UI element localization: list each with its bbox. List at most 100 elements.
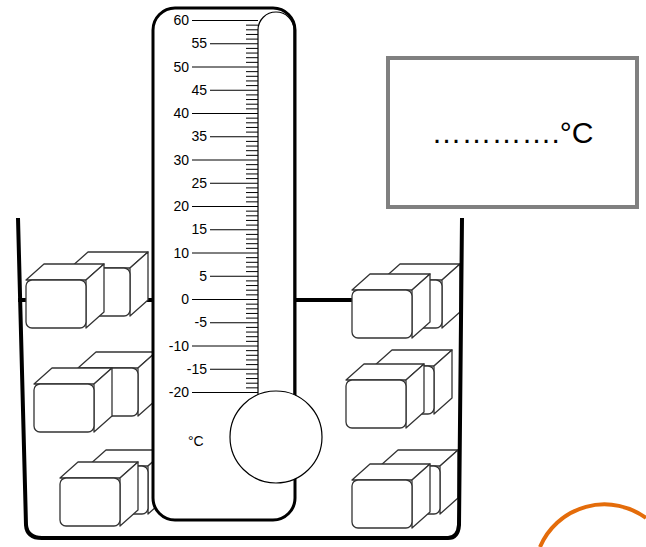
scale-tick: [210, 276, 258, 277]
scale-tick: [246, 118, 258, 119]
scale-number: 45: [191, 82, 207, 98]
scale-tick: [246, 127, 258, 128]
scale-tick: [246, 308, 258, 309]
scale-tick: [192, 299, 258, 300]
scale-tick: [246, 332, 258, 333]
scale-tick: [192, 392, 258, 393]
ice-cube: [26, 252, 166, 526]
scale-number: 0: [181, 291, 189, 307]
scale-tick: [246, 271, 258, 272]
scale-tick: [246, 187, 258, 188]
scale-tick: [210, 322, 258, 323]
scale-tick: [246, 29, 258, 30]
scale-number: -15: [187, 361, 207, 377]
scale-tick: [246, 350, 258, 351]
scale-number: 30: [173, 152, 189, 168]
scale-tick: [246, 373, 258, 374]
scale-tick: [246, 178, 258, 179]
scale-tick: [246, 197, 258, 198]
scale-number: 10: [173, 245, 189, 261]
scale-tick: [246, 285, 258, 286]
scale-tick: [246, 257, 258, 258]
answer-blank: ………….°C: [432, 116, 594, 150]
scale-tick: [246, 355, 258, 356]
scale-number: 25: [191, 175, 207, 191]
scale-tick: [246, 359, 258, 360]
scale-tick: [246, 294, 258, 295]
scale-tick: [246, 239, 258, 240]
scale-number: 5: [199, 268, 207, 284]
scale-tick: [246, 225, 258, 226]
scale-tick: [246, 192, 258, 193]
scale-tick: [246, 76, 258, 77]
scale-tick: [246, 122, 258, 123]
scale-tick: [210, 183, 258, 184]
scale-tick: [192, 253, 258, 254]
scale-tick: [246, 364, 258, 365]
scale-number: 55: [191, 35, 207, 51]
scale-number: 50: [173, 59, 189, 75]
scale-tick: [246, 146, 258, 147]
scale-number: 40: [173, 105, 189, 121]
scale-tick: [246, 34, 258, 35]
scale-tick: [246, 201, 258, 202]
scale-tick: [210, 229, 258, 230]
scale-tick: [246, 141, 258, 142]
unit-label: °C: [188, 433, 204, 449]
scale-tick: [246, 341, 258, 342]
scale-tick: [246, 248, 258, 249]
scale-tick: [246, 57, 258, 58]
scale-tick: [246, 39, 258, 40]
scale-tick: [246, 387, 258, 388]
scale-ticks: [192, 21, 258, 393]
scale-tick: [246, 327, 258, 328]
scale-tick: [192, 206, 258, 207]
scale-tick: [246, 318, 258, 319]
scale-tick: [246, 280, 258, 281]
scale-tick: [246, 25, 258, 26]
scale-number: 15: [191, 221, 207, 237]
scale-tick: [246, 243, 258, 244]
scale-tick: [246, 211, 258, 212]
scale-tick: [192, 160, 258, 161]
scale-tick: [246, 304, 258, 305]
answer-box: ………….°C: [386, 56, 639, 209]
scale-tick: [246, 220, 258, 221]
scale-tick: [246, 53, 258, 54]
thermometer-tube: [258, 12, 294, 396]
scale-tick: [192, 67, 258, 68]
scale-tick: [246, 336, 258, 337]
scale-tick: [246, 262, 258, 263]
scale-number: 60: [173, 12, 189, 28]
scale-tick: [210, 90, 258, 91]
scale-tick: [246, 104, 258, 105]
scale-tick: [246, 80, 258, 81]
scale-tick: [210, 43, 258, 44]
scale-tick: [246, 132, 258, 133]
scale-number: 20: [173, 198, 189, 214]
scale-tick: [246, 150, 258, 151]
ice-cube: [346, 264, 460, 528]
scale-tick: [246, 155, 258, 156]
scale-tick: [246, 48, 258, 49]
decorative-arc: [540, 504, 646, 547]
scale-number: -20: [169, 384, 189, 400]
scale-tick: [246, 108, 258, 109]
scale-tick: [246, 169, 258, 170]
scale-tick: [246, 94, 258, 95]
scale-tick: [246, 164, 258, 165]
scale-tick: [246, 383, 258, 384]
thermometer-bulb: [230, 391, 322, 483]
scale-tick: [246, 62, 258, 63]
scale-tick: [246, 266, 258, 267]
scale-tick: [192, 20, 258, 21]
scale-tick: [210, 136, 258, 137]
scale-tick: [246, 313, 258, 314]
scale-tick: [246, 378, 258, 379]
scale-number: 35: [191, 128, 207, 144]
scale-tick: [210, 369, 258, 370]
scale-tick: [246, 234, 258, 235]
scale-tick: [246, 215, 258, 216]
scale-tick: [246, 71, 258, 72]
scale-tick: [192, 113, 258, 114]
